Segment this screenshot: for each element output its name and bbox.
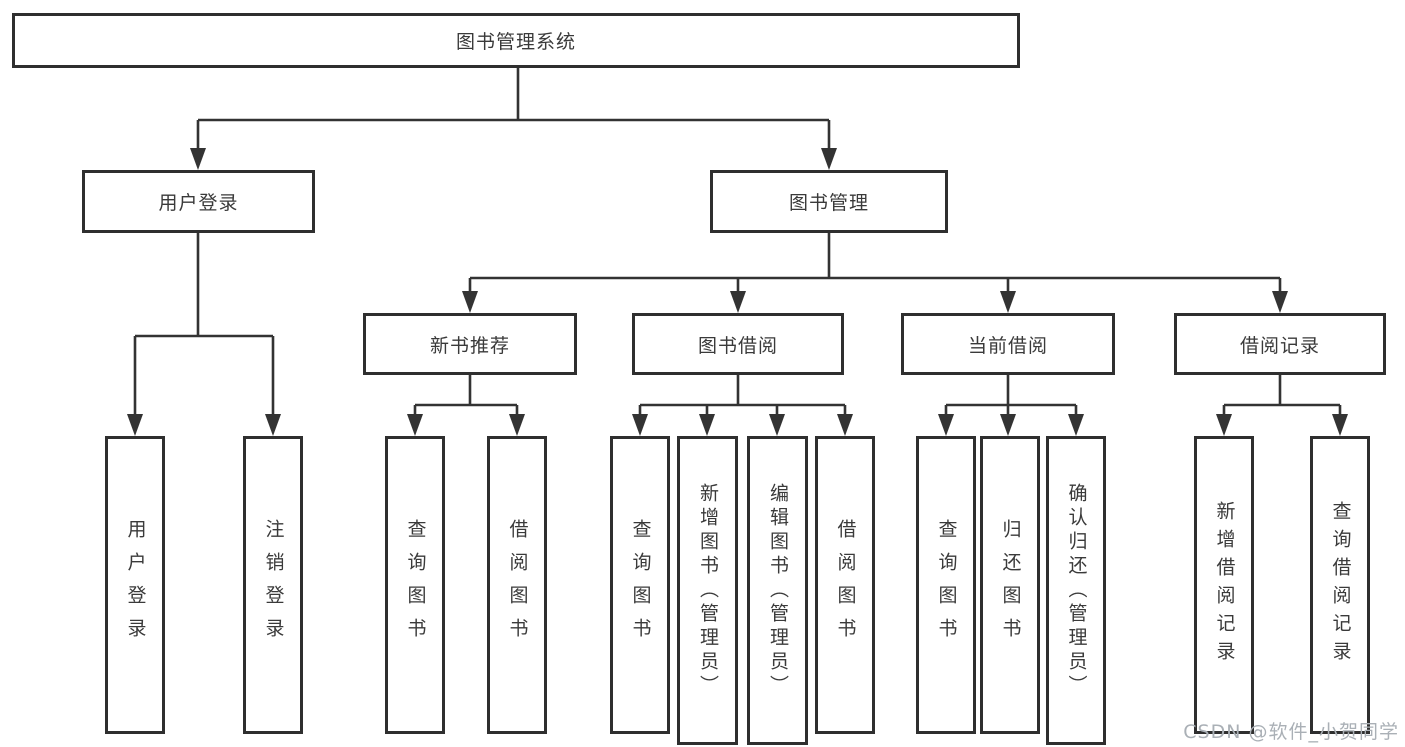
- leaf-edit-books-admin-label: 编辑图书（管理员）: [767, 482, 789, 699]
- leaf-query-books-borrow: 查询图书: [610, 436, 670, 734]
- leaf-add-borrow-record: 新增借阅记录: [1194, 436, 1254, 734]
- leaf-user-login: 用户登录: [105, 436, 165, 734]
- node-borrow-records-label: 借阅记录: [1239, 334, 1320, 357]
- csdn-watermark: CSDN @软件_小贺同学: [1183, 721, 1399, 743]
- node-root-label: 图书管理系统: [455, 31, 576, 53]
- leaf-query-books-current-label: 查询图书: [935, 519, 958, 651]
- leaf-add-borrow-record-label: 新增借阅记录: [1213, 501, 1236, 669]
- node-new-book-recommend-label: 新书推荐: [429, 334, 510, 357]
- leaf-return-books: 归还图书: [980, 436, 1040, 734]
- node-root: 图书管理系统: [12, 13, 1020, 68]
- leaf-query-borrow-record-label: 查询借阅记录: [1329, 501, 1352, 669]
- node-book-management-label: 图书管理: [788, 192, 869, 214]
- node-new-book-recommend: 新书推荐: [363, 313, 577, 375]
- node-book-borrow: 图书借阅: [632, 313, 844, 375]
- leaf-user-login-label: 用户登录: [124, 519, 147, 651]
- leaf-borrow-books-recommend-label: 借阅图书: [506, 519, 529, 651]
- node-borrow-records: 借阅记录: [1174, 313, 1386, 375]
- leaf-logout: 注销登录: [243, 436, 303, 734]
- leaf-borrow-books-label: 借阅图书: [834, 519, 857, 651]
- node-current-borrow: 当前借阅: [901, 313, 1115, 375]
- leaf-query-books-recommend: 查询图书: [385, 436, 445, 734]
- node-current-borrow-label: 当前借阅: [967, 334, 1048, 357]
- leaf-query-borrow-record: 查询借阅记录: [1310, 436, 1370, 734]
- leaf-edit-books-admin: 编辑图书（管理员）: [747, 436, 808, 745]
- node-user-login: 用户登录: [82, 170, 315, 233]
- leaf-query-books-borrow-label: 查询图书: [629, 519, 652, 651]
- node-user-login-label: 用户登录: [158, 192, 239, 214]
- leaf-query-books-recommend-label: 查询图书: [404, 519, 427, 651]
- leaf-add-books-admin-label: 新增图书（管理员）: [697, 482, 719, 699]
- leaf-borrow-books-recommend: 借阅图书: [487, 436, 547, 734]
- leaf-confirm-return-admin-label: 确认归还（管理员）: [1065, 482, 1088, 699]
- leaf-confirm-return-admin: 确认归还（管理员）: [1046, 436, 1106, 745]
- leaf-add-books-admin: 新增图书（管理员）: [677, 436, 738, 745]
- leaf-borrow-books: 借阅图书: [815, 436, 875, 734]
- leaf-return-books-label: 归还图书: [999, 519, 1022, 651]
- node-book-management: 图书管理: [710, 170, 948, 233]
- node-book-borrow-label: 图书借阅: [697, 334, 778, 357]
- leaf-logout-label: 注销登录: [262, 519, 285, 651]
- leaf-query-books-current: 查询图书: [916, 436, 976, 734]
